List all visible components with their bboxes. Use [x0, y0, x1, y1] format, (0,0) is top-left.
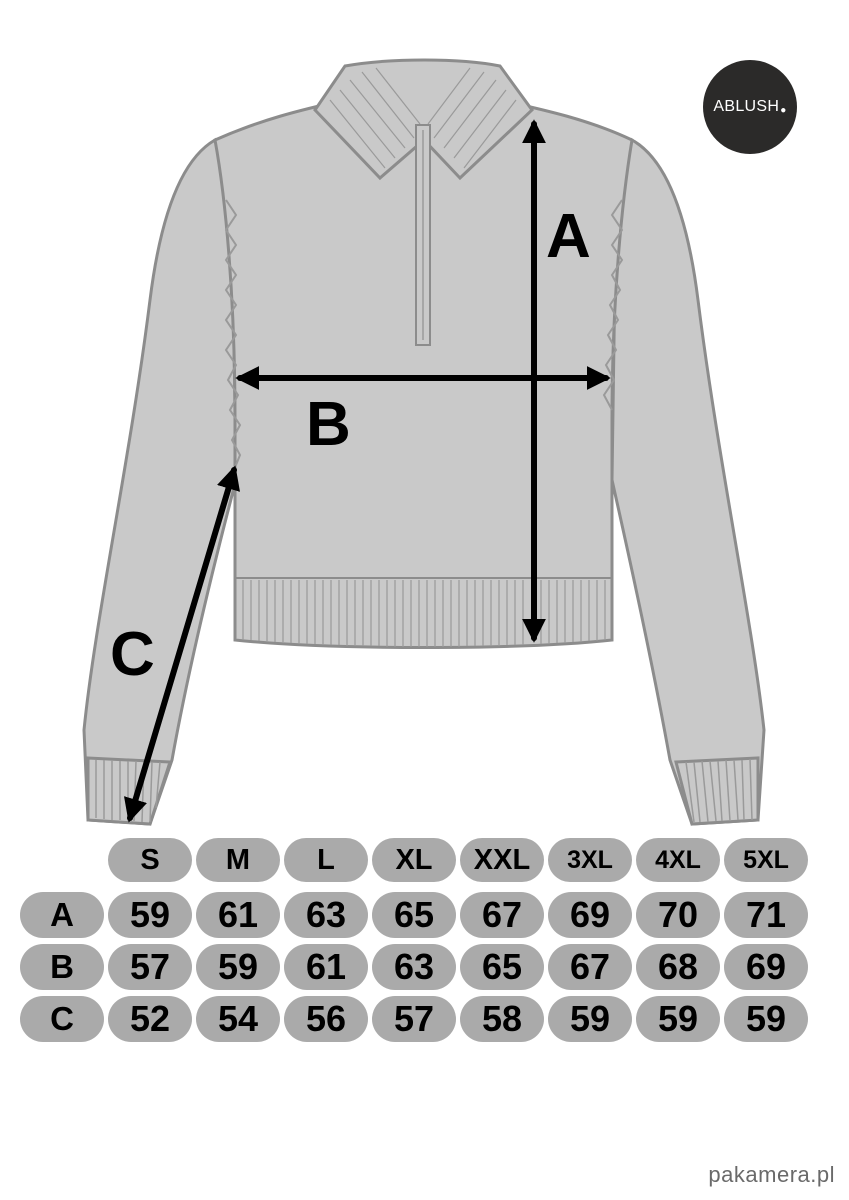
left-cable-seam [224, 199, 242, 471]
right-cuff [674, 756, 760, 826]
table-cell: 67 [548, 944, 632, 990]
size-header-5xl: 5XL [724, 838, 808, 882]
row-label-c: C [20, 996, 104, 1042]
diagram-label-c: C [110, 620, 155, 689]
table-cell: 71 [724, 892, 808, 938]
diagram-label-b: B [306, 390, 351, 459]
right-sleeve [610, 137, 766, 826]
table-cell: 67 [460, 892, 544, 938]
diagram-label-a: A [546, 202, 591, 271]
table-cell: 56 [284, 996, 368, 1042]
right-cable-seam [602, 199, 624, 411]
table-cell: 63 [372, 944, 456, 990]
table-row-a: A 59 61 63 65 67 69 70 71 [20, 892, 808, 938]
table-cell: 68 [636, 944, 720, 990]
row-label-a: A [20, 892, 104, 938]
collar-rib [329, 67, 517, 169]
table-cell: 61 [284, 944, 368, 990]
table-cell: 61 [196, 892, 280, 938]
table-cell: 69 [724, 944, 808, 990]
size-header-s: S [108, 838, 192, 882]
size-header-xl: XL [372, 838, 456, 882]
header-corner [20, 838, 104, 882]
table-cell: 59 [108, 892, 192, 938]
table-cell: 59 [548, 996, 632, 1042]
size-header-3xl: 3XL [548, 838, 632, 882]
table-cell: 63 [284, 892, 368, 938]
table-row-b: B 57 59 61 63 65 67 68 69 [20, 944, 808, 990]
brand-logo-text: ABLUSH [713, 98, 780, 115]
size-header-xxl: XXL [460, 838, 544, 882]
brand-logo: ABLUSH● [703, 60, 797, 154]
size-header-4xl: 4XL [636, 838, 720, 882]
table-cell: 57 [372, 996, 456, 1042]
sweater-illustration: A B C [82, 58, 766, 826]
table-cell: 52 [108, 996, 192, 1042]
table-row-c: C 52 54 56 57 58 59 59 59 [20, 996, 808, 1042]
table-cell: 54 [196, 996, 280, 1042]
table-cell: 70 [636, 892, 720, 938]
table-cell: 59 [196, 944, 280, 990]
table-cell: 59 [724, 996, 808, 1042]
table-cell: 58 [460, 996, 544, 1042]
row-label-b: B [20, 944, 104, 990]
table-cell: 69 [548, 892, 632, 938]
table-cell: 59 [636, 996, 720, 1042]
table-cell: 65 [372, 892, 456, 938]
table-cell: 65 [460, 944, 544, 990]
table-cell: 57 [108, 944, 192, 990]
watermark: pakamera.pl [708, 1162, 835, 1187]
size-header-row: S M L XL XXL 3XL 4XL 5XL [20, 838, 808, 882]
size-table: S M L XL XXL 3XL 4XL 5XL A 59 61 63 65 6… [20, 838, 808, 1048]
size-header-m: M [196, 838, 280, 882]
hem-rib [235, 577, 612, 647]
size-header-l: L [284, 838, 368, 882]
measure-arrow-c [124, 465, 240, 823]
